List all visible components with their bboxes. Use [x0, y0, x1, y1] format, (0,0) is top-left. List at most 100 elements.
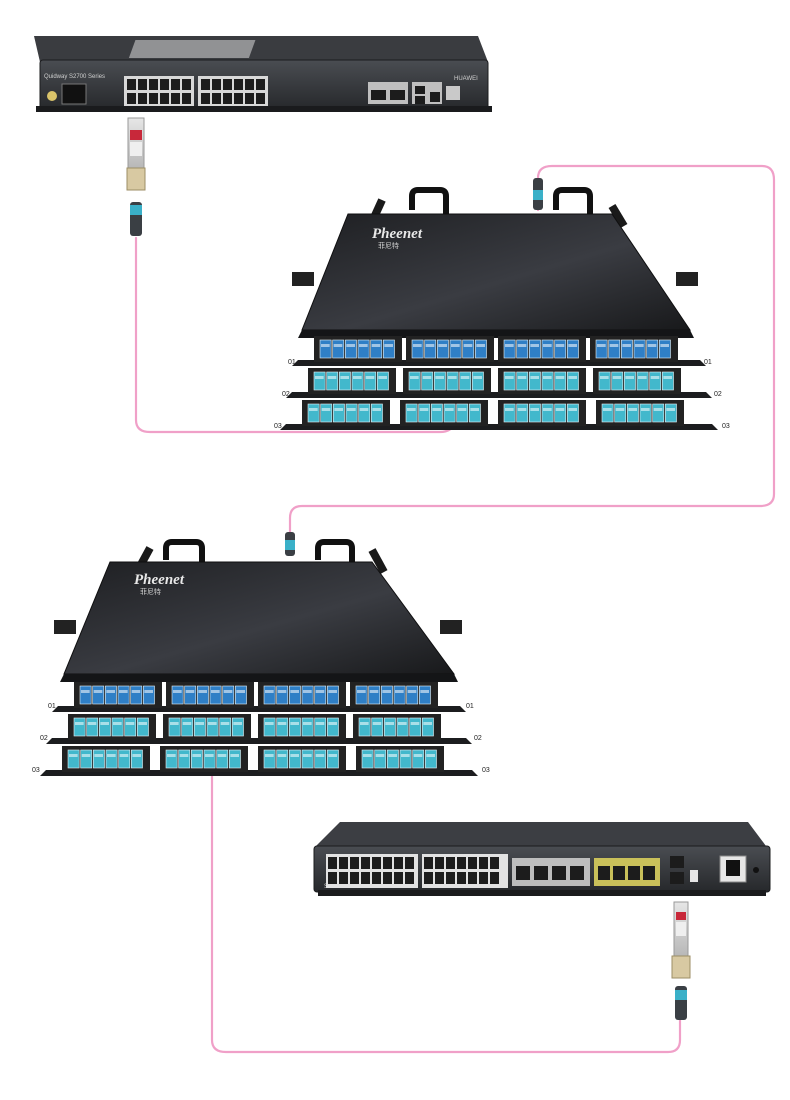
lc-adapter[interactable]	[374, 749, 387, 769]
lc-adapter[interactable]	[516, 339, 529, 359]
rj45-port-icon[interactable]	[424, 872, 433, 884]
rj45-port-icon[interactable]	[256, 93, 265, 104]
lc-adapter[interactable]	[567, 403, 579, 423]
lc-adapter[interactable]	[472, 371, 484, 391]
rj45-port-icon[interactable]	[182, 79, 191, 90]
lc-adapter[interactable]	[263, 717, 276, 737]
lc-adapter[interactable]	[301, 717, 314, 737]
lc-adapter[interactable]	[633, 339, 646, 359]
mgmt-port[interactable]	[446, 86, 460, 100]
lc-adapter[interactable]	[79, 685, 92, 705]
lc-adapter[interactable]	[541, 403, 554, 423]
lc-adapter[interactable]	[203, 749, 216, 769]
lc-adapter[interactable]	[408, 371, 421, 391]
lc-adapter[interactable]	[289, 717, 301, 737]
lc-adapter[interactable]	[422, 717, 434, 737]
lc-adapter[interactable]	[409, 717, 422, 737]
lc-adapter[interactable]	[92, 685, 105, 705]
rj45-port-icon[interactable]	[435, 857, 444, 869]
rj45-port-icon[interactable]	[138, 79, 147, 90]
rj45-port-icon[interactable]	[446, 857, 455, 869]
lc-adapter[interactable]	[209, 685, 222, 705]
lc-adapter[interactable]	[326, 371, 339, 391]
rj45-port-icon[interactable]	[479, 857, 488, 869]
rj45-port-icon[interactable]	[415, 96, 425, 104]
lc-adapter[interactable]	[276, 717, 289, 737]
lc-adapter[interactable]	[406, 685, 419, 705]
lc-adapter[interactable]	[443, 403, 456, 423]
lc-adapter[interactable]	[131, 749, 143, 769]
lc-adapter[interactable]	[370, 339, 383, 359]
lc-adapter[interactable]	[301, 749, 314, 769]
rj45-port-icon[interactable]	[127, 79, 136, 90]
lc-adapter[interactable]	[327, 685, 339, 705]
lc-adapter[interactable]	[80, 749, 93, 769]
console-port[interactable]	[430, 92, 440, 102]
lc-adapter[interactable]	[431, 403, 443, 423]
lc-adapter[interactable]	[314, 717, 327, 737]
sfp-port[interactable]	[534, 866, 548, 880]
lc-adapter[interactable]	[424, 339, 437, 359]
lc-adapter[interactable]	[339, 371, 351, 391]
rj45-port-icon[interactable]	[171, 93, 180, 104]
rj45-port-icon[interactable]	[160, 93, 169, 104]
lc-adapter[interactable]	[383, 339, 395, 359]
lc-adapter[interactable]	[649, 371, 662, 391]
lc-adapter[interactable]	[503, 403, 516, 423]
rj45-port-icon[interactable]	[160, 79, 169, 90]
rj45-port-icon[interactable]	[490, 872, 499, 884]
lc-adapter[interactable]	[333, 403, 345, 423]
lc-adapter[interactable]	[614, 403, 627, 423]
lc-adapter[interactable]	[595, 339, 608, 359]
lc-adapter[interactable]	[327, 749, 339, 769]
lc-adapter[interactable]	[598, 371, 611, 391]
sfp-port[interactable]	[390, 90, 405, 100]
rj45-port-icon[interactable]	[182, 93, 191, 104]
lc-adapter[interactable]	[412, 749, 425, 769]
lc-adapter[interactable]	[314, 685, 327, 705]
lc-adapter[interactable]	[289, 749, 301, 769]
lc-adapter[interactable]	[93, 749, 105, 769]
lc-adapter[interactable]	[219, 717, 232, 737]
lc-adapter[interactable]	[99, 717, 111, 737]
rj45-port-icon[interactable]	[339, 857, 348, 869]
sfp-port[interactable]	[371, 90, 386, 100]
lc-adapter[interactable]	[665, 403, 677, 423]
rj45-port-icon[interactable]	[361, 857, 370, 869]
lc-adapter[interactable]	[411, 339, 424, 359]
lc-adapter[interactable]	[263, 749, 276, 769]
lc-adapter[interactable]	[124, 717, 137, 737]
lc-adapter[interactable]	[529, 371, 541, 391]
rj45-port-icon[interactable]	[479, 872, 488, 884]
lc-adapter[interactable]	[86, 717, 99, 737]
lc-adapter[interactable]	[263, 685, 276, 705]
lc-adapter[interactable]	[381, 685, 393, 705]
lc-adapter[interactable]	[608, 339, 621, 359]
usb-port[interactable]	[690, 870, 698, 882]
lc-adapter[interactable]	[130, 685, 143, 705]
rj45-port-icon[interactable]	[149, 79, 158, 90]
lc-adapter[interactable]	[377, 371, 389, 391]
lc-adapter[interactable]	[646, 339, 659, 359]
lc-adapter[interactable]	[449, 339, 462, 359]
rj45-port-icon[interactable]	[670, 856, 684, 868]
lc-adapter[interactable]	[327, 717, 339, 737]
lc-adapter[interactable]	[351, 371, 364, 391]
lc-adapter[interactable]	[529, 403, 541, 423]
lc-adapter[interactable]	[105, 685, 117, 705]
rj45-port-icon[interactable]	[245, 79, 254, 90]
lc-adapter[interactable]	[567, 339, 579, 359]
lc-adapter[interactable]	[624, 371, 636, 391]
lc-adapter[interactable]	[197, 685, 209, 705]
rj45-port-icon[interactable]	[468, 872, 477, 884]
lc-adapter[interactable]	[475, 339, 487, 359]
sfp-plus-port[interactable]	[598, 866, 610, 880]
lc-adapter[interactable]	[393, 685, 406, 705]
lc-adapter[interactable]	[276, 685, 289, 705]
lc-adapter[interactable]	[332, 339, 345, 359]
lc-adapter[interactable]	[387, 749, 399, 769]
rj45-port-icon[interactable]	[223, 79, 232, 90]
lc-adapter[interactable]	[165, 749, 178, 769]
lc-adapter[interactable]	[601, 403, 614, 423]
lc-adapter[interactable]	[361, 749, 374, 769]
